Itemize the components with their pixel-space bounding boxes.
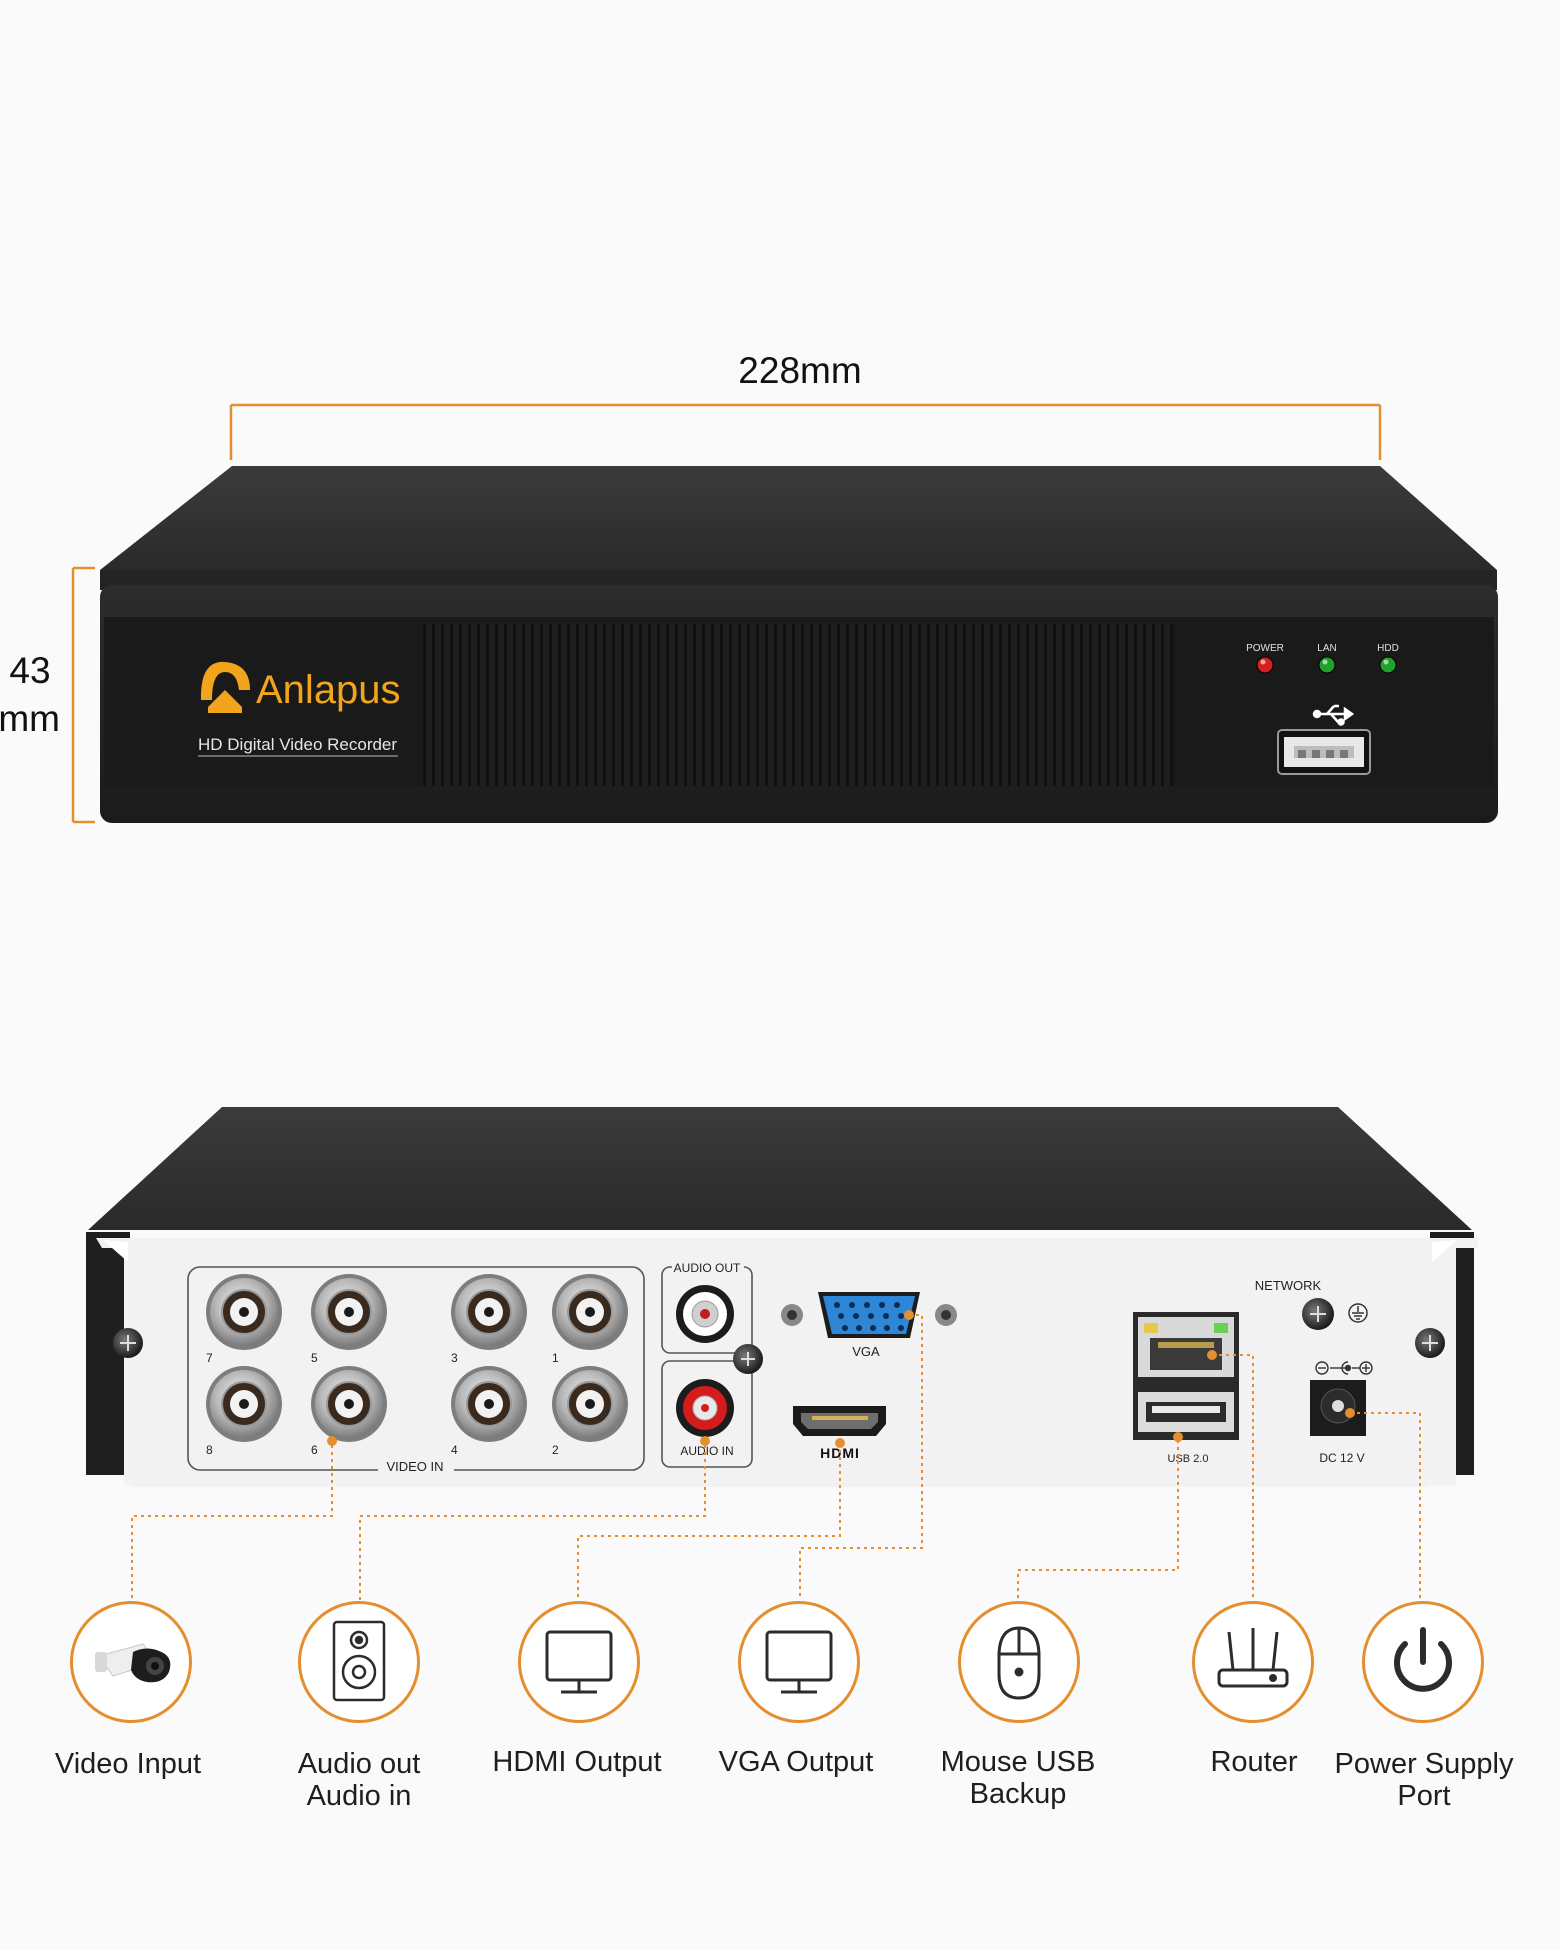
mouse-icon: [997, 1626, 1041, 1700]
brand-logo-icon: [200, 661, 250, 713]
bnc-video-port[interactable]: [311, 1366, 387, 1442]
bnc-port-number: 1: [552, 1351, 559, 1365]
led-label: LAN: [1317, 643, 1336, 654]
ground-screw-icon: [733, 1344, 763, 1374]
status-led: [1318, 656, 1336, 674]
front-usb-port[interactable]: [1277, 729, 1371, 775]
led-label: HDD: [1377, 643, 1399, 654]
speaker-icon: [332, 1620, 386, 1702]
status-led: [1256, 656, 1274, 674]
ground-symbol-icon: [1348, 1303, 1368, 1323]
feature-power-label: Power Supply Port: [1334, 1748, 1514, 1812]
camera-icon: [95, 1643, 171, 1683]
rear-device-top: [88, 1107, 1472, 1230]
bnc-port-number: 7: [206, 1351, 213, 1365]
network-screw-icon: [1302, 1298, 1334, 1330]
height-dimension-value: 43: [9, 650, 51, 691]
usb-symbol-icon: [1312, 704, 1355, 726]
vga-port[interactable]: [781, 1292, 957, 1338]
height-dimension-unit: mm: [0, 698, 60, 739]
hdmi-port[interactable]: [793, 1406, 886, 1436]
dc-power-port[interactable]: [1310, 1380, 1366, 1436]
vga-label: VGA: [852, 1344, 880, 1359]
led-label: POWER: [1246, 643, 1284, 654]
right-screw-icon: [1415, 1328, 1445, 1358]
feature-mouse-circle: [958, 1601, 1080, 1723]
bnc-video-port[interactable]: [311, 1274, 387, 1350]
feature-audio-label: Audio out Audio in: [297, 1748, 421, 1812]
feature-router-label: Router: [1210, 1746, 1298, 1778]
router-icon: [1217, 1628, 1289, 1688]
feature-router-circle: [1192, 1601, 1314, 1723]
feature-hdmi-label: HDMI Output: [492, 1746, 662, 1778]
network-label: NETWORK: [1255, 1278, 1322, 1293]
status-leds: POWER LAN HDD: [1246, 643, 1399, 674]
rear-left-bracket: [86, 1232, 130, 1475]
bnc-video-port[interactable]: [552, 1274, 628, 1350]
feature-audio-circle: [298, 1601, 420, 1723]
feature-vga-circle: [738, 1601, 860, 1723]
bnc-connectors: 7 5 3 1 8 6 4 2: [206, 1274, 628, 1457]
bnc-port-number: 4: [451, 1443, 458, 1457]
feature-hdmi-circle: [518, 1601, 640, 1723]
bnc-port-number: 5: [311, 1351, 318, 1365]
bnc-video-port[interactable]: [206, 1366, 282, 1442]
bnc-video-port[interactable]: [451, 1366, 527, 1442]
monitor-icon: [545, 1630, 613, 1694]
feature-video-input-circle: [70, 1601, 192, 1723]
video-in-label: VIDEO IN: [386, 1459, 443, 1474]
feature-power-circle: [1362, 1601, 1484, 1723]
bnc-video-port[interactable]: [451, 1274, 527, 1350]
height-dimension-line: [71, 566, 95, 824]
monitor-icon: [765, 1630, 833, 1694]
audio-in-label: AUDIO IN: [680, 1444, 733, 1458]
left-screw-icon: [113, 1328, 143, 1358]
bnc-port-number: 6: [311, 1443, 318, 1457]
front-device-top: [100, 466, 1497, 570]
audio-in-port[interactable]: [676, 1379, 734, 1437]
rear-usb-port[interactable]: [1138, 1392, 1234, 1432]
leader-dots: [327, 1310, 1355, 1448]
dc-polarity-icon: [1315, 1361, 1373, 1375]
bnc-port-number: 8: [206, 1443, 213, 1457]
brand-name: Anlapus: [256, 668, 401, 712]
width-dimension-line: [229, 403, 1382, 460]
audio-out-port[interactable]: [676, 1285, 734, 1343]
feature-mouse-label: Mouse USB Backup: [940, 1746, 1096, 1810]
feature-video-input-label: Video Input: [54, 1748, 202, 1780]
dc-label: DC 12 V: [1319, 1451, 1364, 1465]
power-icon: [1394, 1627, 1452, 1692]
audio-in-frame: [661, 1360, 753, 1468]
audio-out-label: AUDIO OUT: [674, 1261, 741, 1275]
leader-lines: [131, 1314, 1421, 1600]
bnc-port-number: 3: [451, 1351, 458, 1365]
feature-vga-label: VGA Output: [718, 1746, 874, 1778]
bnc-video-port[interactable]: [552, 1366, 628, 1442]
front-vent-grille: [423, 624, 1173, 786]
usb-label: USB 2.0: [1168, 1453, 1209, 1465]
bnc-port-number: 2: [552, 1443, 559, 1457]
width-dimension-label: 228mm: [738, 350, 862, 391]
brand-subtitle: HD Digital Video Recorder: [198, 735, 397, 754]
status-led: [1379, 656, 1397, 674]
bnc-video-port[interactable]: [206, 1274, 282, 1350]
